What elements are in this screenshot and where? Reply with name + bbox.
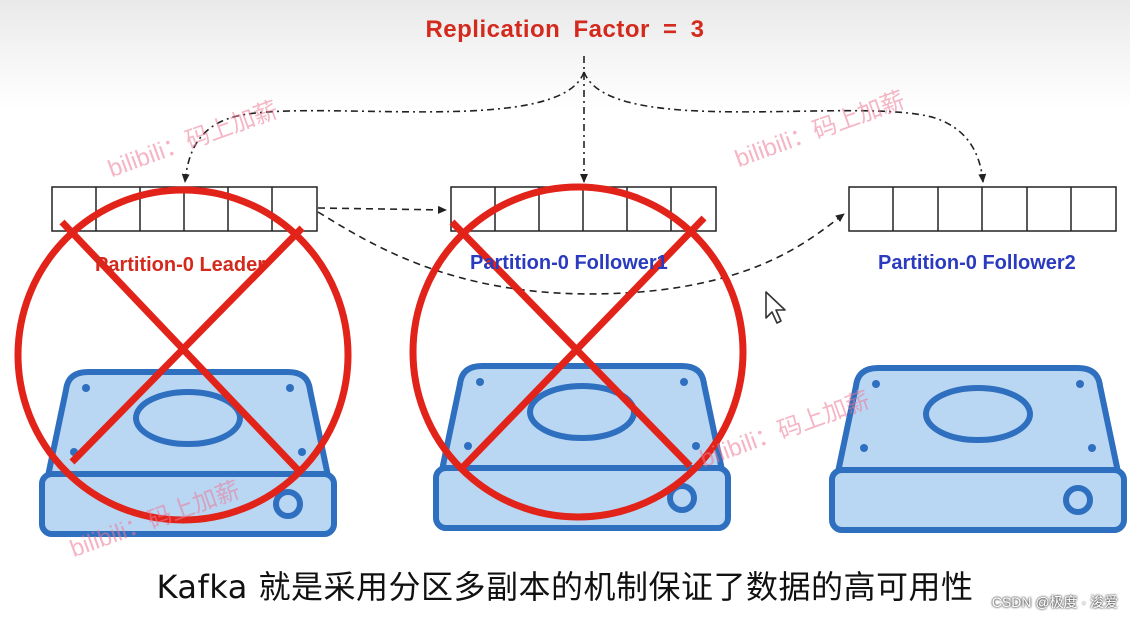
replication-factor-arrows	[181, 56, 987, 183]
partition-leader-label: Partition-0 Leader	[95, 254, 266, 276]
source-credit: CSDN @极度 · 浚爱	[991, 594, 1118, 610]
sync-arrows	[317, 205, 845, 295]
broker-disk-icon-2	[832, 368, 1124, 530]
leader-log-cells	[51, 186, 318, 232]
video-subtitle: Kafka 就是采用分区多副本的机制保证了数据的高可用性	[156, 568, 974, 606]
failure-cross-icon-follower1	[409, 183, 747, 521]
follower2-log-cells	[848, 186, 1117, 232]
failure-cross-icon-leader	[14, 186, 352, 524]
partition-follower2-label: Partition-0 Follower2	[878, 252, 1076, 274]
replication-factor-title: Replication Factor = 3	[425, 16, 705, 43]
cursor-icon	[765, 291, 786, 324]
partition-follower1-label: Partition-0 Follower1	[470, 252, 668, 274]
